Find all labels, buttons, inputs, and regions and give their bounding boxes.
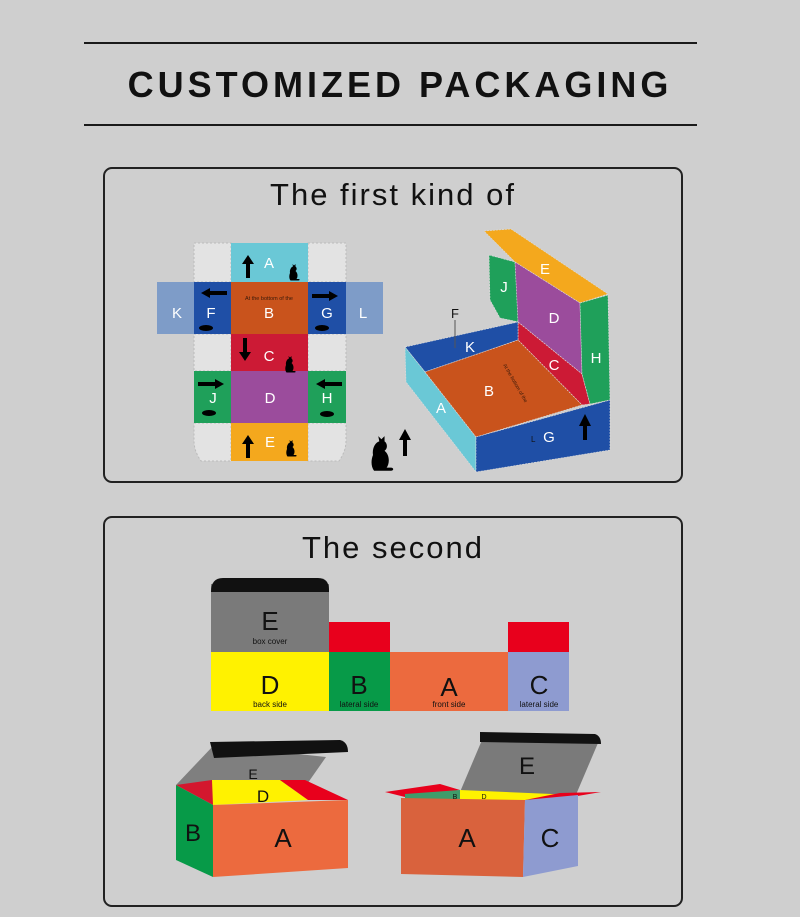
label-b: B [185, 820, 201, 847]
arrow-down-icon [239, 338, 251, 361]
label-a: A [436, 400, 446, 417]
panel-d [231, 371, 308, 423]
page-title: CUSTOMIZED PACKAGING [127, 64, 673, 105]
label-e: E [261, 606, 278, 636]
label-c: C [549, 357, 560, 374]
panel-e [211, 584, 329, 652]
section-second: The second [103, 516, 683, 907]
box-3d-1 [404, 228, 611, 473]
label-e: E [540, 261, 550, 278]
top-rule [84, 42, 697, 44]
arrow-left-icon [201, 288, 227, 298]
bottom-note: At the bottom of the [245, 296, 293, 302]
label-h: H [591, 350, 602, 367]
flap-red [508, 622, 569, 652]
cat-icon [202, 410, 216, 416]
arrow-up-icon [579, 414, 591, 440]
label-d: D [265, 390, 276, 407]
arrow-right-icon [312, 291, 338, 301]
bottom-rule [84, 124, 697, 126]
panel-l [346, 282, 383, 334]
panel-k [157, 282, 194, 334]
label-j: J [500, 279, 508, 296]
panel-e-flap [211, 578, 329, 592]
panel-b [329, 652, 390, 711]
label-j: J [209, 390, 217, 407]
panel-f [194, 282, 231, 334]
arrow-up-icon [242, 435, 254, 458]
panel-g [308, 282, 346, 334]
label-c: C [541, 823, 560, 853]
box-net-1: A B C D E F G K L J H At the bottom of t… [157, 242, 411, 471]
panel-c [508, 652, 569, 711]
box-3d-2a [176, 740, 348, 877]
panel-a [390, 652, 508, 711]
caption-e: box cover [253, 637, 288, 646]
label-g: G [321, 305, 333, 322]
arrow-up-icon [399, 429, 411, 456]
section-title: The second [302, 530, 484, 565]
label-b: B [350, 670, 367, 700]
caption-a: front side [433, 700, 466, 709]
label-b: B [264, 305, 274, 322]
label-a: A [458, 823, 476, 853]
cat-icon [199, 325, 213, 331]
section-title: The first kind of [270, 177, 516, 212]
caption-d: back side [253, 700, 287, 709]
arrow-right-icon [198, 379, 224, 389]
caption-c: lateral side [520, 700, 559, 709]
label-l: L [359, 305, 367, 322]
label-e: E [248, 766, 257, 782]
label-e: E [519, 753, 535, 780]
label-b: B [484, 383, 494, 400]
label-a: A [440, 672, 458, 702]
label-d: D [481, 794, 486, 801]
label-f: F [206, 305, 215, 322]
arrow-up-icon [242, 255, 254, 278]
flap-red [329, 622, 390, 652]
box-net-2 [211, 578, 569, 711]
cat-icon [320, 411, 334, 417]
caption-b: lateral side [340, 700, 379, 709]
arrow-icons [198, 255, 411, 458]
cat-icon [371, 436, 394, 471]
label-d: D [549, 310, 560, 327]
label-c: C [530, 670, 549, 700]
label-f: F [451, 306, 459, 321]
panel-d [211, 652, 329, 711]
label-k: K [172, 305, 182, 322]
label-k: K [465, 339, 475, 356]
box-3d-2b [385, 732, 601, 877]
label-c: C [264, 348, 275, 365]
label-l: L [531, 435, 536, 444]
arrow-left-icon [316, 379, 342, 389]
section-first-kind: The first kind of [103, 167, 683, 483]
label-d: D [261, 670, 280, 700]
label-d: D [257, 787, 269, 806]
label-b: B [453, 794, 458, 801]
label-e: E [265, 434, 275, 451]
label-g: G [543, 429, 555, 446]
label-a: A [264, 255, 274, 272]
cat-icon [315, 325, 329, 331]
panel-b [231, 282, 308, 334]
label-h: H [322, 390, 333, 407]
label-a: A [274, 823, 292, 853]
